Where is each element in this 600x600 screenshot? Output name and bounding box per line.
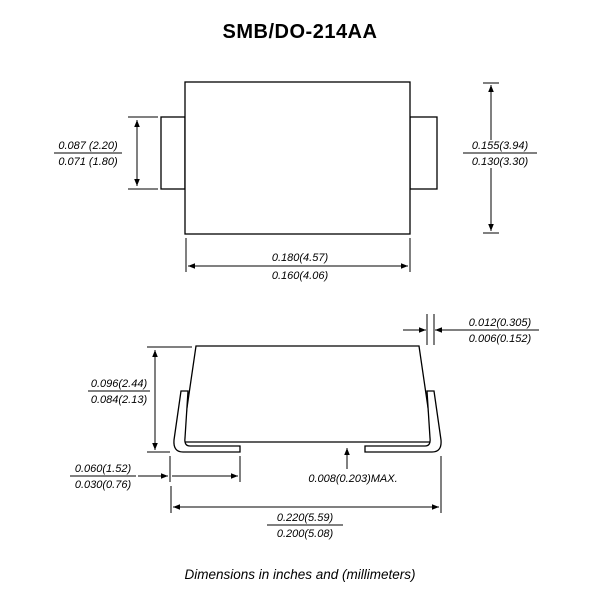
dim-foot-length-max: 0.060(1.52) — [75, 463, 132, 475]
side-view: 0.012(0.305) 0.006(0.152) 0.096(2.44) 0.… — [70, 314, 539, 540]
dim-body-width-max: 0.155(3.94) — [472, 140, 529, 152]
dim-body-width: 0.155(3.94) 0.130(3.30) — [463, 82, 537, 234]
dim-tab-width: 0.087 (2.20) 0.071 (1.80) — [54, 116, 158, 190]
side-view-body — [181, 345, 434, 443]
dim-lead-thickness-max: 0.012(0.305) — [469, 317, 532, 329]
page-title: SMB/DO-214AA — [223, 21, 378, 43]
top-view-right-lead — [409, 116, 438, 190]
dim-body-length-max: 0.180(4.57) — [272, 252, 329, 264]
dim-height-min: 0.084(2.13) — [91, 394, 148, 406]
dim-lead-thickness-min: 0.006(0.152) — [469, 333, 532, 345]
dim-body-width-min: 0.130(3.30) — [472, 156, 529, 168]
dim-tab-width-max: 0.087 (2.20) — [58, 140, 118, 152]
dim-standoff-label: 0.008(0.203)MAX. — [308, 473, 397, 485]
dim-body-length-min: 0.160(4.06) — [272, 270, 329, 282]
dim-foot-length: 0.060(1.52) 0.030(0.76) — [70, 456, 241, 491]
dim-lead-thickness: 0.012(0.305) 0.006(0.152) — [403, 314, 539, 345]
units-note: Dimensions in inches and (millimeters) — [184, 567, 415, 582]
dim-tab-width-min: 0.071 (1.80) — [58, 156, 118, 168]
dim-foot-length-min: 0.030(0.76) — [75, 479, 132, 491]
dim-height: 0.096(2.44) 0.084(2.13) — [88, 346, 192, 453]
top-view-body — [184, 81, 411, 235]
top-view-left-lead — [160, 116, 186, 190]
dim-standoff: 0.008(0.203)MAX. — [308, 448, 398, 485]
dim-body-length: 0.180(4.57) 0.160(4.06) — [185, 238, 411, 282]
side-view-right-lead — [364, 390, 442, 453]
dim-overall-length-max: 0.220(5.59) — [277, 512, 334, 524]
dim-overall-length-min: 0.200(5.08) — [277, 528, 334, 540]
side-view-left-lead — [173, 390, 241, 453]
dim-height-max: 0.096(2.44) — [91, 378, 148, 390]
top-view: 0.087 (2.20) 0.071 (1.80) 0.155(3.94) 0.… — [54, 81, 537, 282]
dim-overall-length: 0.220(5.59) 0.200(5.08) — [170, 456, 442, 540]
